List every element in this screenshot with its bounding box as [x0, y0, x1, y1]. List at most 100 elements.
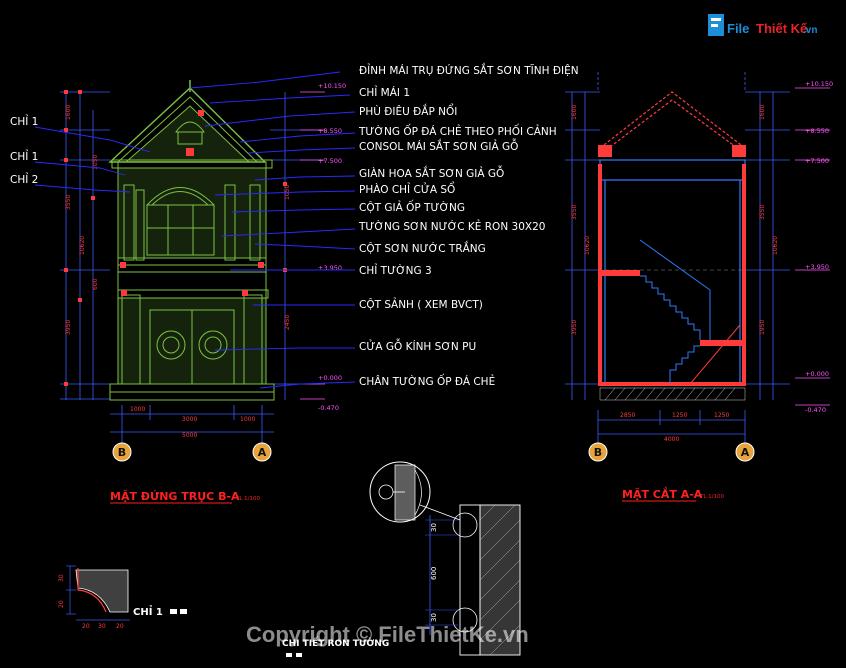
ron-dim-bot: 30: [430, 613, 438, 622]
section-axis-markers: B A: [588, 442, 755, 462]
sec-dim-seg-1: 2850: [620, 412, 635, 419]
svg-text:3950: 3950: [65, 320, 72, 335]
detail-ron-title: CHI TIẾT RON TƯỜNG: [282, 636, 389, 649]
left-label-chi2: CHỈ 2: [10, 172, 38, 186]
elev-level-2: +8.550: [318, 127, 342, 135]
logo-text-vn: .vn: [803, 25, 817, 36]
sec-dim-seg-3: 1250: [714, 412, 729, 419]
detail-chi1: 30 20 20 30 20 CHỈ 1: [58, 565, 187, 630]
elevation-building: [108, 80, 275, 401]
elev-level-5: +0.000: [318, 374, 342, 382]
svg-text:10620: 10620: [584, 236, 591, 255]
axis-a-bubble: [252, 442, 272, 462]
svg-text:1600: 1600: [571, 105, 578, 120]
svg-text:1600: 1600: [65, 105, 72, 120]
elevation-shading: [118, 106, 266, 384]
sec-axis-b-bubble: [588, 442, 608, 462]
sec-level-5: +0.000: [805, 370, 829, 378]
svg-text:20: 20: [116, 623, 124, 630]
elev-level-1: +10.150: [318, 82, 346, 90]
svg-text:3550: 3550: [65, 195, 72, 210]
callout-labels: ĐỈNH MÁI TRỤ ĐỨNG SẮT SƠN TĨNH ĐIỆN CHỈ …: [358, 63, 579, 388]
axis-a-label: A: [258, 446, 267, 459]
svg-text:2450: 2450: [284, 315, 291, 330]
svg-text:1950: 1950: [759, 320, 766, 335]
ron-dim-mid: 600: [430, 567, 438, 580]
svg-text:1050: 1050: [92, 155, 99, 170]
elevation-levels: +10.150 +8.550 +7.500 +3.950 +0.000 -0.4…: [300, 82, 346, 412]
sec-level-3: +7.500: [805, 157, 829, 165]
svg-text:3950: 3950: [571, 320, 578, 335]
elev-dim-seg-3: 1000: [240, 416, 255, 423]
filethietke-logo: File Thiết Kế .vn: [708, 14, 817, 36]
copyright-watermark: Copyright © FileThietKe.vn: [246, 622, 529, 647]
callout-leaders: [189, 71, 356, 389]
left-labels: CHỈ 1 CHỈ 1 CHỈ 2: [10, 114, 151, 193]
detail-chi1-title: CHỈ 1: [133, 604, 163, 618]
callout-12: CỬA GỖ KÍNH SƠN PU: [359, 338, 476, 353]
sec-dim-seg-2: 1250: [672, 412, 687, 419]
elev-level-6: -0.470: [318, 404, 339, 412]
section-roof: [599, 91, 746, 151]
svg-text:600: 600: [92, 278, 99, 290]
sec-axis-a-label: A: [741, 446, 750, 459]
logo-text-thietke: Thiết Kế: [756, 21, 808, 36]
svg-text:30: 30: [58, 574, 65, 582]
svg-text:3550: 3550: [759, 205, 766, 220]
ron-dim-top: 30: [430, 523, 438, 532]
svg-text:10620: 10620: [772, 236, 779, 255]
callout-4: CONSOL MÁI SẮT SƠN GIẢ GỖ: [359, 138, 518, 153]
callout-11: CỘT SẢNH ( XEM BVCT): [359, 297, 483, 311]
elevation-bottom-dims: [110, 405, 274, 448]
front-elevation: 1600 3550 3950 10620 1050 600 1050 2450: [10, 63, 579, 504]
callout-9: CỘT SƠN NƯỚC TRẮNG: [359, 241, 486, 255]
sec-level-2: +8.550: [805, 127, 829, 135]
section-slabs: [598, 164, 746, 386]
sec-level-6: -0.470: [805, 406, 826, 414]
svg-text:3550: 3550: [571, 205, 578, 220]
elevation-red-marks: [120, 110, 264, 296]
left-label-chi1-a: CHỈ 1: [10, 114, 38, 128]
elev-level-4: +3.950: [318, 264, 342, 272]
section-dim-text: 1600 3550 3950 10620 1600 3550 1950 1062…: [571, 105, 779, 335]
sec-axis-b-label: B: [594, 446, 602, 459]
callout-3: TƯỜNG ỐP ĐÁ CHẺ THEO PHỐI CẢNH: [358, 124, 557, 138]
logo-text-file: File: [727, 21, 749, 36]
left-label-chi1-b: CHỈ 1: [10, 149, 38, 163]
sec-level-1: +10.150: [805, 80, 833, 88]
elev-dim-seg-1: 1000: [130, 406, 145, 413]
elevation-scale: TL 1/100: [235, 496, 261, 502]
sec-axis-a-bubble: [735, 442, 755, 462]
callout-0: ĐỈNH MÁI TRỤ ĐỨNG SẮT SƠN TĨNH ĐIỆN: [359, 63, 579, 77]
section-bottom-dim-text: 2850 1250 1250 4000: [620, 412, 729, 443]
svg-text:30: 30: [98, 623, 106, 630]
callout-1: CHỈ MÁI 1: [359, 85, 410, 99]
section-foundation: [599, 387, 746, 401]
elevation-axis-markers: B A: [112, 442, 272, 462]
svg-text:20: 20: [82, 623, 90, 630]
sec-dim-total: 4000: [664, 436, 679, 443]
sec-level-4: +3.950: [805, 263, 829, 271]
section-roof-eaves: [598, 145, 746, 157]
section-a-a: 1600 3550 3950 10620 1600 3550 1950 1062…: [565, 72, 833, 502]
svg-text:10620: 10620: [79, 236, 86, 255]
section-dim-lines: [565, 72, 790, 400]
callout-2: PHÙ ĐIÊU ĐẮP NỔI: [359, 103, 457, 118]
svg-text:1600: 1600: [759, 105, 766, 120]
callout-8: TƯỜNG SƠN NƯỚC KẺ RON 30X20: [358, 219, 545, 233]
svg-text:20: 20: [58, 600, 65, 608]
elev-dim-seg-2: 3000: [182, 416, 197, 423]
section-title: MẶT CẮT A-A: [622, 486, 703, 501]
callout-7: CỘT GIẢ ỐP TƯỜNG: [359, 200, 465, 214]
section-levels: +10.150 +8.550 +7.500 +3.950 +0.000 -0.4…: [795, 80, 833, 414]
elevation-title: MẶT ĐỨNG TRỤC B-A: [110, 489, 240, 503]
callout-13: CHÂN TƯỜNG ỐP ĐÁ CHẺ: [359, 374, 495, 388]
elevation-bottom-dim-text: 1000 3000 1000 5000: [130, 406, 255, 439]
elevation-dim-lines-left: [60, 91, 110, 400]
section-stairs: [639, 239, 741, 385]
axis-b-bubble: [112, 442, 132, 462]
callout-10: CHỈ TƯỜNG 3: [359, 263, 432, 277]
elev-dim-total: 5000: [182, 432, 197, 439]
